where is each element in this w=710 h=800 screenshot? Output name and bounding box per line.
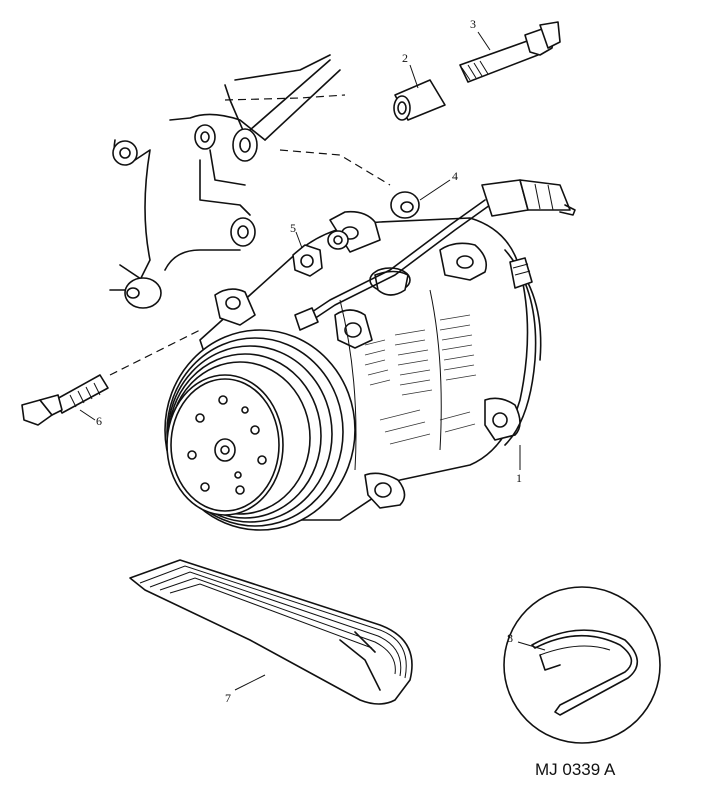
cooling-fins — [364, 314, 477, 445]
callout-4: 4 — [452, 169, 458, 183]
spacer-sleeve — [393, 79, 446, 121]
figure-reference-code: MJ 0339 A — [535, 760, 616, 779]
callout-6: 6 — [96, 414, 102, 428]
callout-leaders — [79, 31, 546, 691]
washer — [390, 191, 420, 219]
clutch-pulley — [164, 329, 356, 531]
callout-8: 8 — [507, 631, 513, 645]
wiring-harness — [294, 179, 576, 331]
drive-belt — [129, 559, 413, 705]
callout-3: 3 — [470, 17, 476, 31]
mounting-bolt-short — [21, 329, 201, 426]
mounting-bolt-long — [459, 21, 561, 83]
callout-1: 1 — [516, 471, 522, 485]
hex-nut — [292, 230, 349, 277]
callout-5: 5 — [290, 221, 296, 235]
cable-tie-detail — [503, 586, 661, 744]
callout-7: 7 — [225, 691, 231, 705]
callout-2: 2 — [402, 51, 408, 65]
mounting-bracket — [109, 54, 391, 309]
